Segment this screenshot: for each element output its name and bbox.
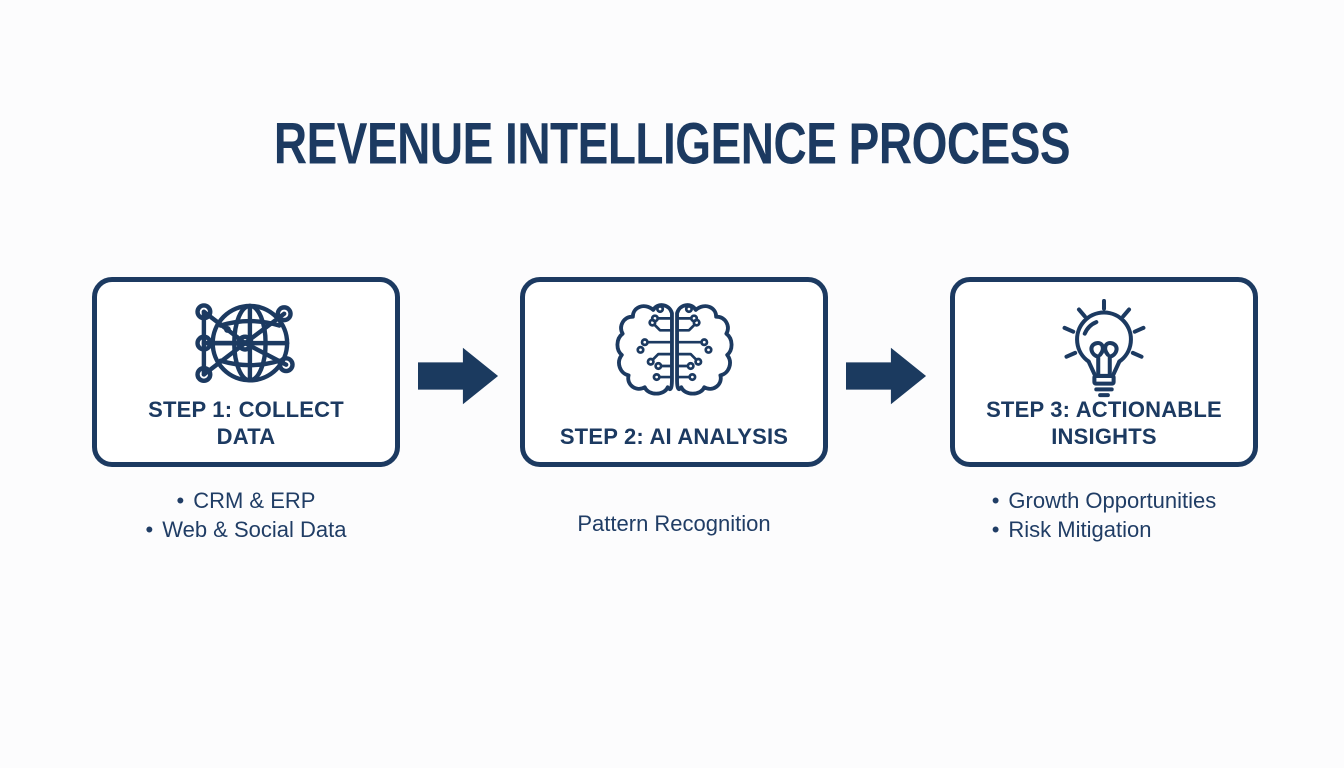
step-3-details: •Growth Opportunities •Risk Mitigation [950, 486, 1258, 544]
lightbulb-icon [955, 290, 1253, 408]
detail-web-social: •Web & Social Data [145, 517, 347, 542]
step-3-box: STEP 3: ACTIONABLE INSIGHTS [950, 277, 1258, 467]
step-1-box: STEP 1: COLLECT DATA [92, 277, 400, 467]
detail-pattern-recognition: Pattern Recognition [577, 511, 771, 536]
detail-crm-erp: •CRM & ERP [176, 488, 316, 513]
arrow-step2-to-step3 [846, 345, 928, 407]
page-title-text: REVENUE INTELLIGENCE PROCESS [273, 109, 1071, 177]
bullet-marker: • [991, 488, 1000, 513]
step-1-details: •CRM & ERP •Web & Social Data [92, 486, 400, 544]
arrow-step1-to-step2 [418, 345, 500, 407]
right-block-arrow-icon [418, 347, 499, 405]
detail-risk-mitigation: •Risk Mitigation [991, 517, 1152, 542]
ai-brain-icon [525, 290, 823, 408]
step-2-label: STEP 2: AI ANALYSIS [559, 424, 789, 449]
bullet-marker: • [991, 517, 1000, 542]
step-2-details: Pattern Recognition [520, 509, 828, 538]
step-1-label: STEP 1: COLLECT DATA [148, 397, 344, 449]
right-block-arrow-icon [846, 347, 927, 405]
step-3-label: STEP 3: ACTIONABLE INSIGHTS [986, 397, 1222, 449]
detail-growth-opportunities: •Growth Opportunities [991, 488, 1217, 513]
bullet-marker: • [176, 488, 185, 513]
globe-network-icon [97, 290, 395, 408]
step-2-box: STEP 2: AI ANALYSIS [520, 277, 828, 467]
bullet-marker: • [145, 517, 154, 542]
page-title: REVENUE INTELLIGENCE PROCESS [0, 114, 1344, 173]
